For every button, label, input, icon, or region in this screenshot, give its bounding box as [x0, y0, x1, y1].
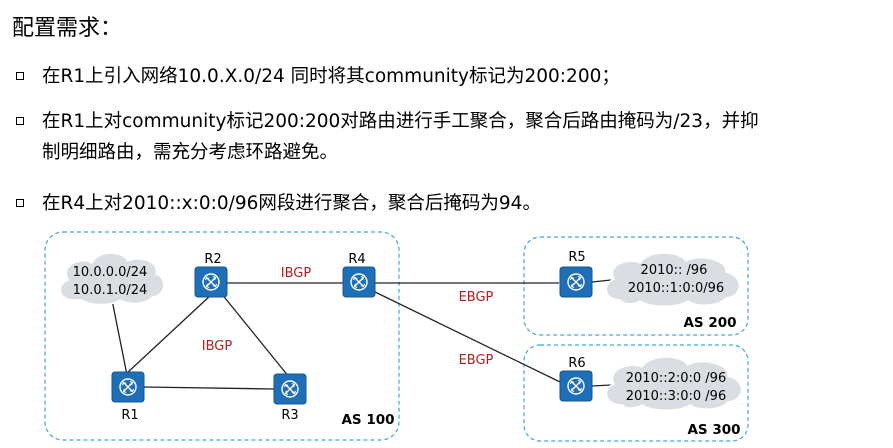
- link-r4-r6: [372, 290, 561, 383]
- requirement-text: 在R1上对community标记200:200对路由进行手工聚合，聚合后路由掩码…: [42, 111, 759, 132]
- router-R6[interactable]: R6: [559, 356, 593, 402]
- router-label: R3: [281, 408, 298, 423]
- cloud-label-line: 10.0.0.0/24: [73, 265, 148, 280]
- router-label: R5: [568, 250, 585, 265]
- router-R5[interactable]: R5: [559, 250, 593, 298]
- bullet-square-icon: [16, 117, 24, 125]
- as-label-200: AS 200: [683, 315, 736, 331]
- router-R3[interactable]: R3: [273, 373, 307, 423]
- requirement-text-continuation: 制明细路由，需充分考虑环路避免。: [42, 142, 339, 163]
- cloud-r5: 2010:: /96 2010::1:0:0/96: [605, 252, 741, 307]
- page-title: 配置需求：: [12, 16, 123, 41]
- router-icon: [111, 371, 145, 403]
- cloud-shape-icon: [605, 356, 743, 411]
- cloud-label-line: 2010::1:0:0/96: [628, 281, 724, 296]
- router-icon: [342, 266, 376, 298]
- router-icon: [559, 370, 593, 402]
- link-label-ebgp-r4-r5: EBGP: [459, 290, 494, 305]
- link-cloud-r1: [111, 299, 128, 376]
- router-label: R1: [121, 408, 138, 423]
- as-300-boundary: [523, 344, 749, 442]
- link-r2-r3: [220, 292, 290, 378]
- cloud-label-line: 2010::3:0:0 /96: [626, 389, 726, 404]
- cloud-label-line: 2010::2:0:0 /96: [626, 371, 726, 386]
- link-label-ebgp-r4-r6: EBGP: [459, 353, 494, 368]
- link-r5-cloud: [591, 279, 612, 283]
- link-r1-r2: [126, 294, 212, 374]
- cloud-r6: 2010::2:0:0 /96 2010::3:0:0 /96: [605, 356, 743, 411]
- requirement-text: 在R4上对2010::x:0:0/96网段进行聚合，聚合后掩码为94。: [42, 193, 541, 214]
- router-icon: [273, 373, 307, 405]
- link-r1-r3: [142, 386, 275, 390]
- router-R4[interactable]: R4: [342, 252, 376, 298]
- bullet-square-icon: [16, 72, 24, 80]
- requirement-text: 在R1上引入网络10.0.X.0/24 同时将其community标记为200:…: [42, 66, 620, 87]
- as-label-300: AS 300: [687, 422, 740, 438]
- cloud-label-line: 2010:: /96: [641, 263, 708, 278]
- router-label: R4: [348, 252, 365, 267]
- router-R2[interactable]: R2: [194, 252, 228, 298]
- link-r6-cloud: [591, 384, 612, 387]
- link-label-ibgp-r2-r4: IBGP: [281, 266, 312, 281]
- cloud-shape-icon: [59, 252, 165, 306]
- cloud-label-line: 10.0.1.0/24: [73, 283, 148, 298]
- router-icon: [559, 266, 593, 298]
- router-label: R2: [204, 252, 221, 267]
- link-label-ibgp-r2-r3: IBGP: [202, 339, 233, 354]
- as-label-100: AS 100: [341, 412, 394, 428]
- router-label: R6: [568, 356, 585, 371]
- cloud-r1: 10.0.0.0/24 10.0.1.0/24: [59, 252, 165, 306]
- bullet-square-icon: [16, 199, 24, 207]
- router-R1[interactable]: R1: [111, 371, 145, 423]
- router-icon: [194, 266, 228, 298]
- cloud-shape-icon: [605, 252, 741, 307]
